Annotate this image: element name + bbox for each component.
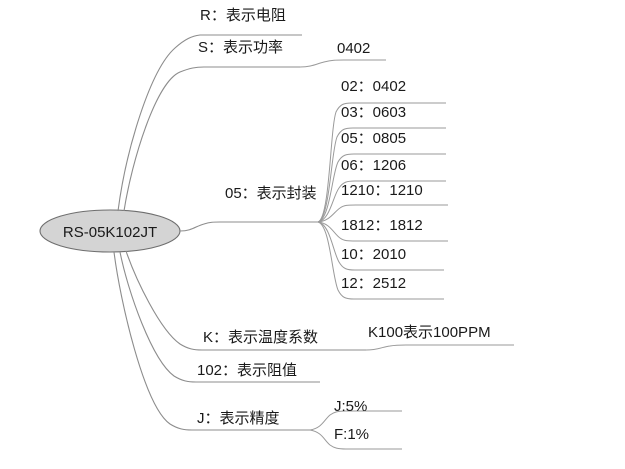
leaf-label-s-0402[interactable]: 0402	[337, 40, 371, 57]
leaf-label-j5[interactable]: J:5%	[334, 398, 368, 415]
branch-label-r[interactable]: R：表示电阻	[200, 7, 286, 24]
leaf-label-pkg-10[interactable]: 10：2010	[341, 246, 407, 263]
edge-05-to-pkg-1	[317, 102, 446, 223]
edge-root-to-102	[119, 251, 320, 383]
edge-05-to-pkg-7	[317, 221, 444, 271]
edge-root-to-s	[123, 66, 300, 212]
branch-label-102[interactable]: 102：表示阻值	[197, 362, 298, 379]
edge-05-to-pkg-5	[317, 204, 448, 223]
edge-root-to-r	[117, 34, 302, 212]
branch-label-package[interactable]: 05：表示封装	[225, 185, 317, 202]
root-node-label: RS-05K102JT	[62, 224, 158, 241]
edge-05-to-pkg-3	[317, 153, 446, 223]
edge-s-to-0402	[299, 59, 386, 68]
edge-05-to-pkg-2	[317, 127, 446, 223]
edge-j-to-f1	[309, 429, 402, 450]
leaf-label-f1[interactable]: F:1%	[334, 426, 370, 443]
edge-05-to-pkg-6	[317, 221, 448, 242]
edge-root-to-05	[179, 221, 318, 232]
leaf-label-pkg-1812[interactable]: 1812：1812	[341, 217, 423, 234]
leaf-label-pkg-1210[interactable]: 1210：1210	[341, 182, 423, 199]
edge-k-to-k100	[365, 344, 514, 351]
edge-05-to-pkg-8	[317, 221, 444, 300]
leaf-label-pkg-05[interactable]: 05：0805	[341, 130, 407, 147]
edge-root-to-j	[113, 251, 310, 431]
branch-label-s[interactable]: S：表示功率	[198, 39, 284, 56]
leaf-label-pkg-12[interactable]: 12：2512	[341, 275, 407, 292]
edge-j-to-j5	[309, 410, 402, 431]
leaf-label-pkg-03[interactable]: 03：0603	[341, 104, 407, 121]
edge-05-to-pkg-4	[317, 180, 446, 223]
leaf-label-pkg-02[interactable]: 02：0402	[341, 78, 407, 95]
branch-label-j[interactable]: J：表示精度	[197, 410, 280, 427]
branch-label-k[interactable]: K：表示温度系数	[203, 329, 319, 346]
leaf-label-pkg-06[interactable]: 06：1206	[341, 157, 407, 174]
leaf-label-k100[interactable]: K100表示100PPM	[368, 324, 491, 341]
edge-root-to-k	[125, 250, 366, 351]
